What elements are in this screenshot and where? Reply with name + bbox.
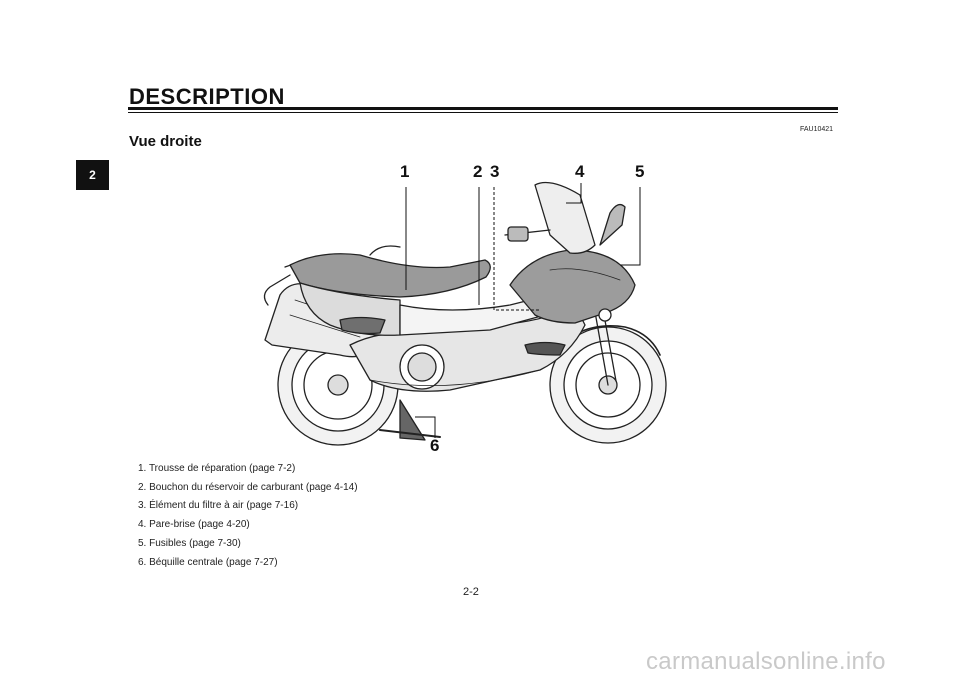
legend-item: 6. Béquille centrale (page 7-27) [138, 556, 278, 568]
title-rule-thin [128, 112, 838, 113]
parts-legend: 1. Trousse de réparation (page 7-2) 2. B… [138, 460, 358, 572]
callout-6: 6 [430, 436, 439, 455]
page-title: DESCRIPTION [129, 84, 285, 109]
page-number: 2-2 [463, 586, 479, 598]
title-rule [128, 107, 838, 110]
legend-item: 2. Bouchon du réservoir de carburant (pa… [138, 481, 358, 493]
legend-item: 3. Élément du filtre à air (page 7-16) [138, 500, 299, 512]
callout-3: 3 [490, 162, 499, 181]
callout-2: 2 [473, 162, 482, 181]
callout-4: 4 [575, 162, 585, 181]
legend-item: 5. Fusibles (page 7-30) [138, 537, 241, 549]
legend-item: 1. Trousse de réparation (page 7-2) [138, 463, 296, 474]
watermark: carmanualsonline.info [646, 648, 886, 675]
chapter-tab: 2 [76, 160, 109, 190]
document-code: FAU10421 [800, 126, 834, 133]
callout-1: 1 [400, 162, 409, 181]
scooter-illustration: 1 2 3 4 5 6 [263, 162, 667, 455]
section-subtitle: Vue droite [129, 133, 202, 150]
callout-5: 5 [635, 162, 644, 181]
legend-item: 4. Pare-brise (page 4-20) [138, 519, 250, 531]
